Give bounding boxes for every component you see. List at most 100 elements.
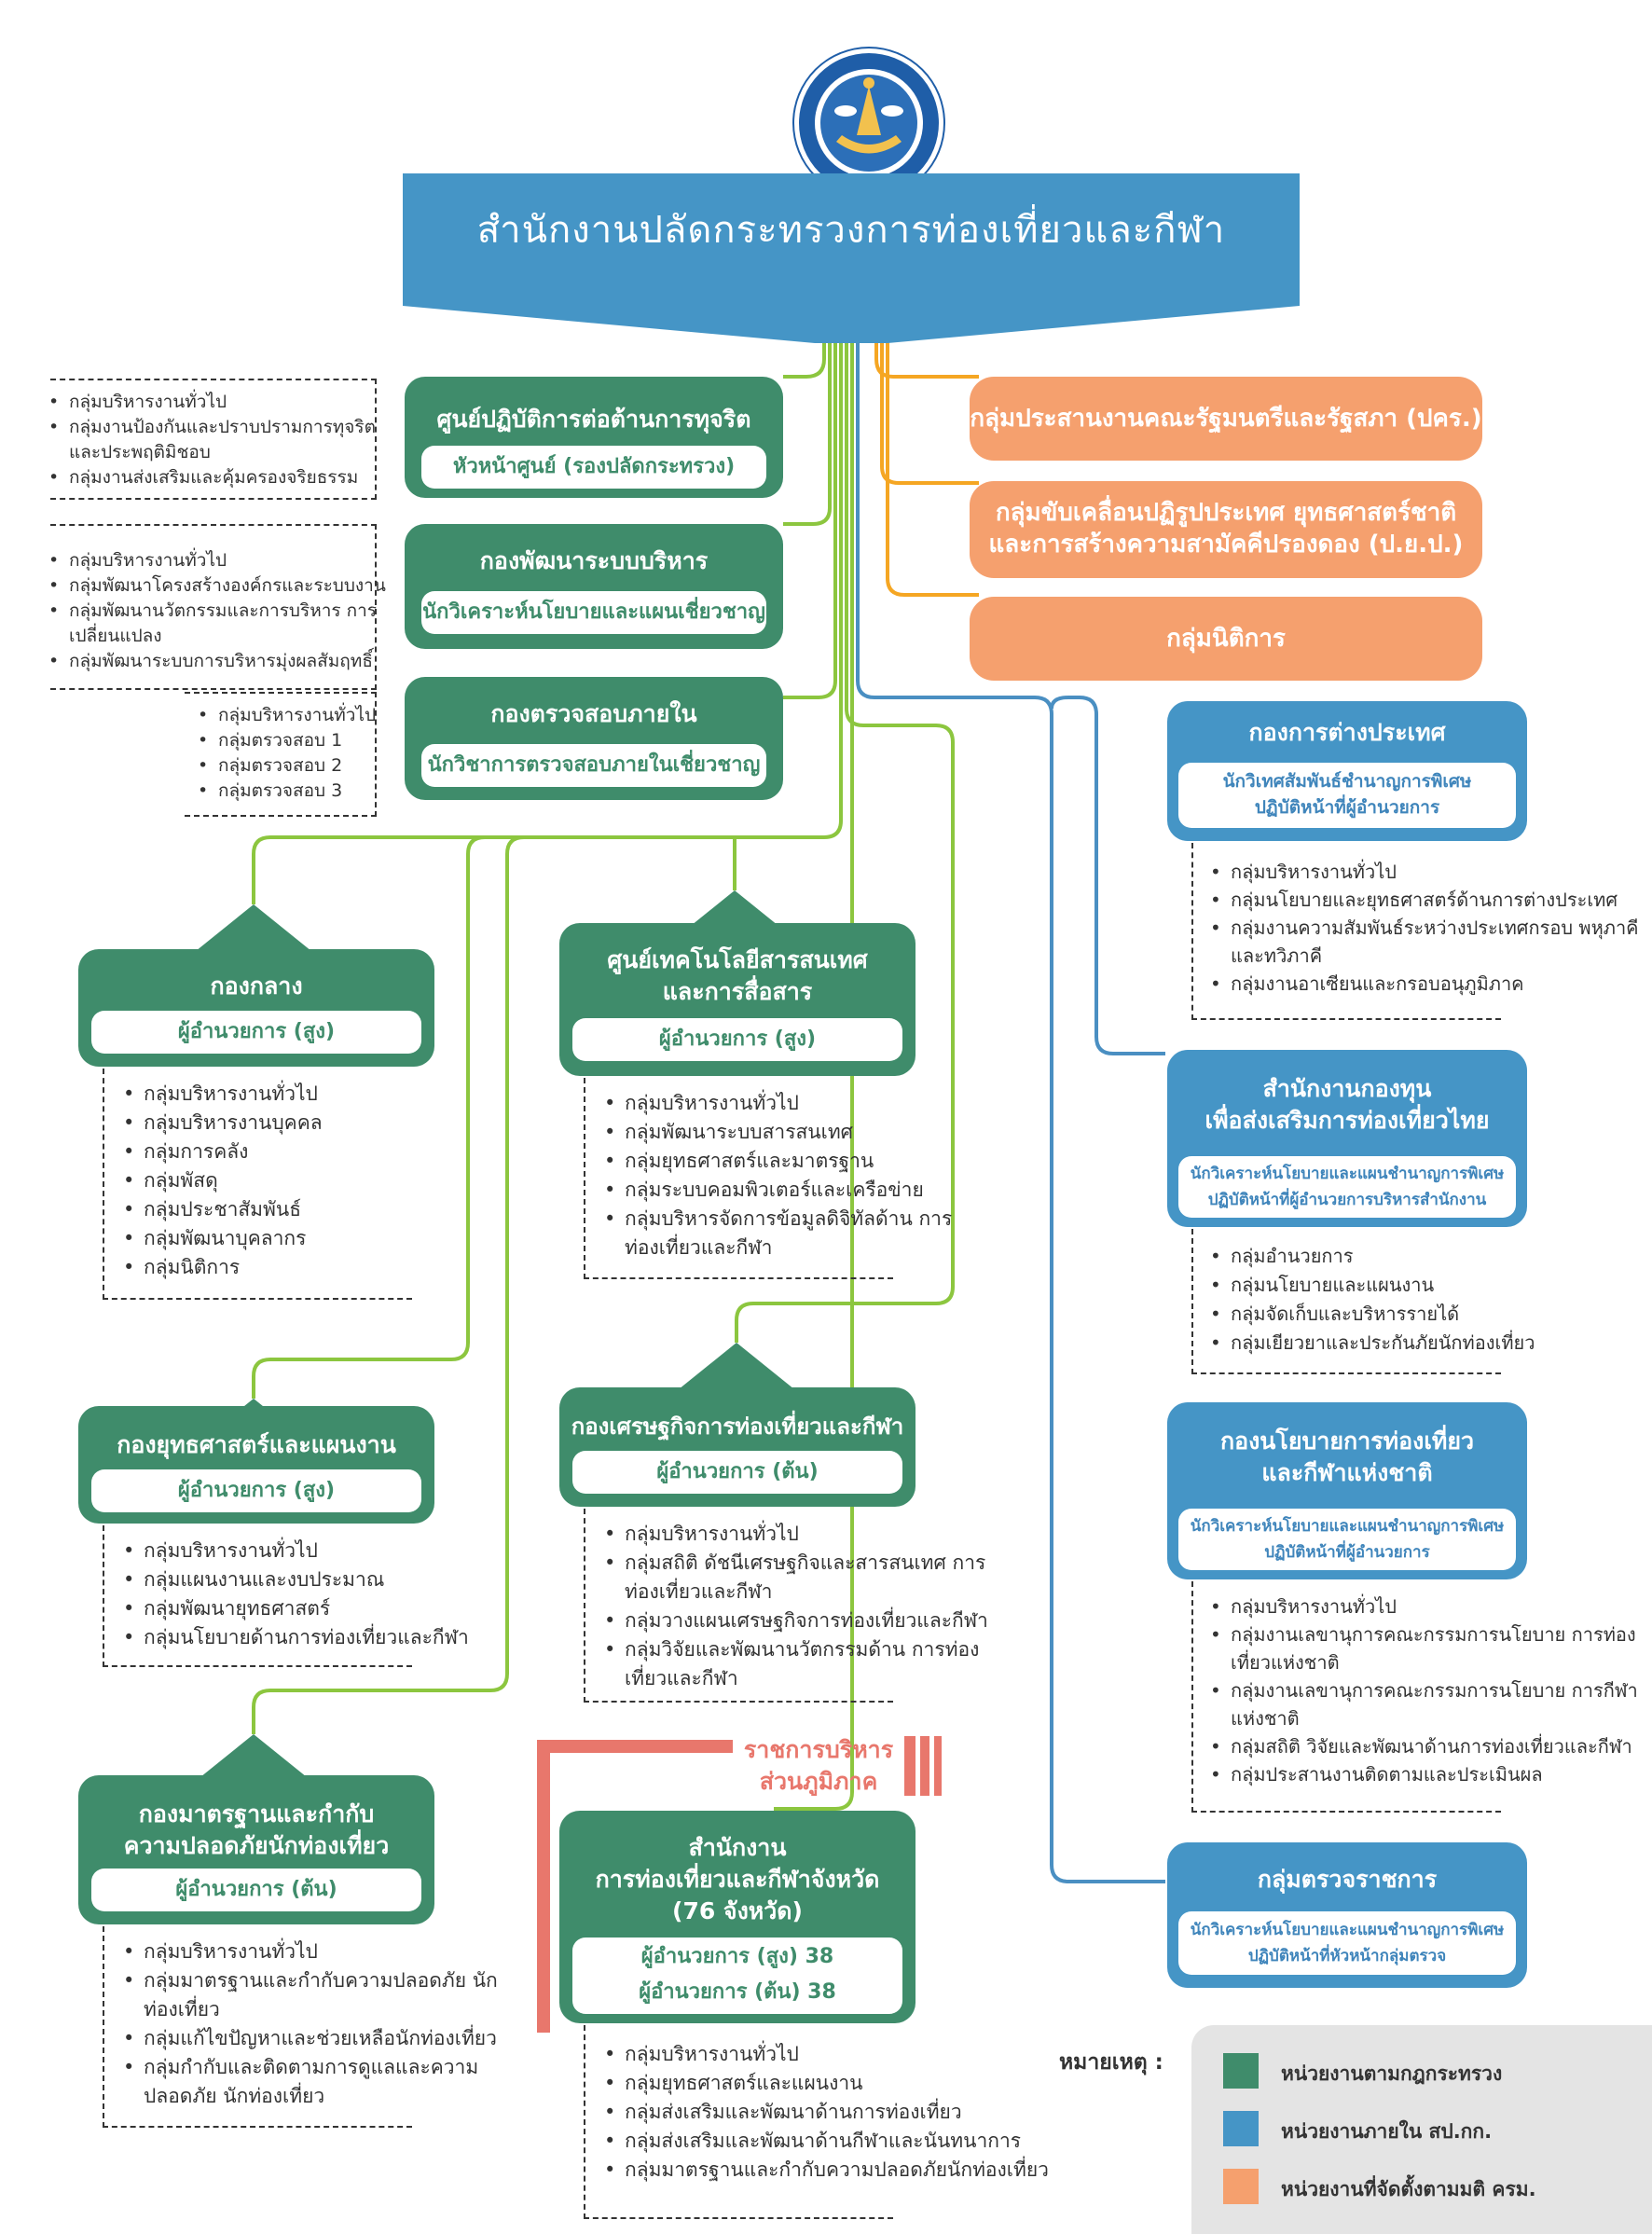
list-item: กลุ่มยุทธศาสตร์และแผนงาน <box>602 2069 1068 2098</box>
national-policy-bracket <box>1191 1581 1501 1813</box>
list-item: กลุ่มส่งเสริมและพัฒนาด้านการท่องเที่ยว <box>602 2098 1068 2127</box>
list-item: กลุ่มประชาสัมพันธ์ <box>121 1195 429 1224</box>
list-item: กลุ่มการคลัง <box>121 1138 429 1166</box>
provincial-office-bracket <box>584 2025 893 2219</box>
list-item: กลุ่มบริหารงานทั่วไป <box>1208 858 1646 886</box>
list-item: กลุ่มอำนวยการ <box>1208 1242 1618 1271</box>
foreign-affairs-head-1: นักวิเทศสัมพันธ์ชำนาญการพิเศษ <box>1222 771 1472 792</box>
admin-dev-groups: กลุ่มบริหารงานทั่วไป กลุ่มพัฒนาโครงสร้าง… <box>47 548 392 674</box>
internal-audit-title: กองตรวจสอบภายใน <box>490 700 697 727</box>
provincial-office-title-1: สำนักงาน <box>688 1834 787 1861</box>
list-item: กลุ่มพัฒนาโครงสร้างองค์กรและระบบงาน <box>47 573 392 599</box>
list-item: กลุ่มจัดเก็บและบริหารรายได้ <box>1208 1300 1618 1329</box>
list-item: กลุ่มส่งเสริมและพัฒนาด้านกีฬาและนันทนากา… <box>602 2127 1068 2156</box>
list-item: กลุ่มงานเลขานุการคณะกรรมการนโยบาย การท่อ… <box>1208 1620 1646 1676</box>
provincial-office-title-3: (76 จังหวัด) <box>672 1897 803 1924</box>
safety-division-groups: กลุ่มบริหารงานทั่วไป กลุ่มมาตรฐานและกำกั… <box>121 1938 531 2111</box>
tourism-fund-head-2: ปฏิบัติหน้าที่ผู้อำนวยการบริหารสำนักงาน <box>1207 1191 1487 1209</box>
internal-audit-groups: กลุ่มบริหารงานทั่วไป กลุ่มตรวจสอบ 1 กลุ่… <box>196 703 382 804</box>
strategy-division-bracket <box>103 1525 412 1667</box>
admin-dev-title: กองพัฒนาระบบบริหาร <box>479 547 709 574</box>
list-item: กลุ่มบริหารงานบุคคล <box>121 1109 429 1138</box>
list-item: กลุ่มมาตรฐานและกำกับความปลอดภัย นักท่องเ… <box>121 1966 531 2024</box>
safety-division-head: ผู้อำนวยการ (ต้น) <box>91 1869 421 1911</box>
tourism-fund-bracket <box>1191 1229 1501 1374</box>
national-policy-title-1: กองนโยบายการท่องเที่ยว <box>1219 1427 1475 1455</box>
list-item: กลุ่มงานเลขานุการคณะกรรมการนโยบาย การกีฬ… <box>1208 1676 1646 1732</box>
provincial-office-head-2: ผู้อำนวยการ (ต้น) 38 <box>639 1980 836 2004</box>
list-item: กลุ่มวิจัยและพัฒนานวัตกรรมด้าน การท่องเท… <box>602 1635 1003 1693</box>
legend-swatch-blue <box>1223 2111 1259 2146</box>
list-item: กลุ่มนโยบายด้านการท่องเที่ยวและกีฬา <box>121 1623 494 1652</box>
regional-label-1: ราชการบริหาร <box>743 1736 894 1763</box>
national-policy-head-1: นักวิเคราะห์นโยบายและแผนชำนาญการพิเศษ <box>1190 1517 1505 1536</box>
list-item: กลุ่มมาตรฐานและกำกับความปลอดภัยนักท่องเท… <box>602 2156 1068 2185</box>
economy-division-head: ผู้อำนวยการ (ต้น) <box>572 1451 902 1494</box>
reform-strategy-title-1: กลุ่มขับเคลื่อนปฏิรูปประเทศ ยุทธศาสตร์ชา… <box>995 499 1457 527</box>
list-item: กลุ่มพัฒนาระบบสารสนเทศ <box>602 1118 957 1147</box>
ict-center-title-2: และการสื่อสาร <box>662 978 813 1005</box>
inspection-group-title: กลุ่มตรวจราชการ <box>1257 1866 1438 1893</box>
inspection-group-head: นักวิเคราะห์นโยบายและแผนชำนาญการพิเศษ ปฏ… <box>1178 1911 1516 1975</box>
internal-audit-head: นักวิชาการตรวจสอบภายในเชี่ยวชาญ <box>421 744 766 787</box>
list-item: กลุ่มบริหารจัดการข้อมูลดิจิทัลด้าน การท่… <box>602 1205 957 1262</box>
ict-center-title-1: ศูนย์เทคโนโลยีสารสนเทศ <box>607 946 868 973</box>
legend-swatch-orange <box>1223 2169 1259 2204</box>
header-banner-tail <box>403 291 1300 343</box>
foreign-affairs-groups: กลุ่มบริหารงานทั่วไป กลุ่มนโยบายและยุทธศ… <box>1208 858 1646 998</box>
regional-accent-bar <box>537 1740 550 2033</box>
list-item: กลุ่มกำกับและติดตามการดูแลและความปลอดภัย… <box>121 2053 531 2111</box>
reform-strategy-box: กลุ่มขับเคลื่อนปฏิรูปประเทศ ยุทธศาสตร์ชา… <box>970 481 1482 578</box>
list-item: กลุ่มบริหารงานทั่วไป <box>121 1537 494 1565</box>
ict-center-head: ผู้อำนวยการ (สูง) <box>572 1018 902 1061</box>
list-item: กลุ่มแผนงานและงบประมาณ <box>121 1565 494 1594</box>
anti-corruption-groups: กลุ่มบริหารงานทั่วไป กลุ่มงานป้องกันและป… <box>47 390 382 490</box>
legend-panel: หน่วยงานตามกฎกระทรวง หน่วยงานภายใน สป.กก… <box>1191 2025 1652 2234</box>
strategy-division-title: กองยุทธศาสตร์และแผนงาน <box>117 1431 396 1458</box>
list-item: กลุ่มบริหารงานทั่วไป <box>121 1080 429 1109</box>
list-item: กลุ่มพัสดุ <box>121 1166 429 1195</box>
safety-division-bracket <box>103 1926 412 2128</box>
legend-text-blue: หน่วยงานภายใน สป.กก. <box>1281 2120 1493 2143</box>
admin-dev-box: กองพัฒนาระบบบริหาร นักวิเคราะห์นโยบายและ… <box>405 524 783 649</box>
provincial-office-groups: กลุ่มบริหารงานทั่วไป กลุ่มยุทธศาสตร์และแ… <box>602 2040 1068 2185</box>
regional-accent-stripes <box>904 1736 947 1796</box>
provincial-office-heads: ผู้อำนวยการ (สูง) 38 ผู้อำนวยการ (ต้น) 3… <box>572 1938 902 2014</box>
economy-division-bracket <box>584 1509 893 1703</box>
inspection-group-box: กลุ่มตรวจราชการ นักวิเคราะห์นโยบายและแผน… <box>1167 1842 1527 1988</box>
legend-text-green: หน่วยงานตามกฎกระทรวง <box>1281 2062 1503 2085</box>
list-item: กลุ่มบริหารงานทั่วไป <box>196 703 382 728</box>
tourism-fund-head: นักวิเคราะห์นโยบายและแผนชำนาญการพิเศษ ปฏ… <box>1178 1156 1516 1218</box>
list-item: กลุ่มบริหารงานทั่วไป <box>1208 1593 1646 1620</box>
reform-strategy-title-2: และการสร้างความสามัคคีปรองดอง (ป.ย.ป.) <box>988 531 1464 558</box>
list-item: กลุ่มพัฒนานวัตกรรมและการบริหาร การเปลี่ย… <box>47 599 392 649</box>
list-item: กลุ่มแก้ไขปัญหาและช่วยเหลือนักท่องเที่ยว <box>121 2024 531 2053</box>
list-item: กลุ่มประสานงานติดตามและประเมินผล <box>1208 1760 1646 1788</box>
cabinet-coordination-title: กลุ่มประสานงานคณะรัฐมนตรีและรัฐสภา (ปคร.… <box>970 405 1482 433</box>
central-division-title: กองกลาง <box>210 972 303 1000</box>
central-division-box: กองกลาง ผู้อำนวยการ (สูง) <box>78 949 434 1067</box>
strategy-division-groups: กลุ่มบริหารงานทั่วไป กลุ่มแผนงานและงบประ… <box>121 1537 494 1652</box>
list-item: กลุ่มนิติการ <box>121 1253 429 1282</box>
regional-label: ราชการบริหาร ส่วนภูมิภาค <box>737 1734 901 1798</box>
list-item: กลุ่มบริหารงานทั่วไป <box>602 2040 1068 2069</box>
legend-label: หมายเหตุ : <box>1059 2050 1163 2075</box>
national-policy-head: นักวิเคราะห์นโยบายและแผนชำนาญการพิเศษ ปฏ… <box>1178 1509 1516 1570</box>
inspection-group-head-1: นักวิเคราะห์นโยบายและแผนชำนาญการพิเศษ <box>1190 1921 1505 1939</box>
economy-division-box: กองเศรษฐกิจการท่องเที่ยวและกีฬา ผู้อำนวย… <box>559 1387 915 1507</box>
list-item: กลุ่มบริหารงานทั่วไป <box>602 1520 1003 1549</box>
central-division-head: ผู้อำนวยการ (สูง) <box>91 1011 421 1054</box>
tourism-fund-groups: กลุ่มอำนวยการ กลุ่มนโยบายและแผนงาน กลุ่ม… <box>1208 1242 1618 1358</box>
list-item: กลุ่มนโยบายและยุทธศาสตร์ด้านการต่างประเท… <box>1208 886 1646 914</box>
list-item: กลุ่มวางแผนเศรษฐกิจการท่องเที่ยวและกีฬา <box>602 1607 1003 1635</box>
list-item: กลุ่มงานป้องกันและปราบปรามการทุจริต และป… <box>47 415 382 465</box>
list-item: กลุ่มสถิติ วิจัยและพัฒนาด้านการท่องเที่ย… <box>1208 1732 1646 1760</box>
anti-corruption-center-title: ศูนย์ปฏิบัติการต่อต้านการทุจริต <box>436 406 751 433</box>
national-policy-groups: กลุ่มบริหารงานทั่วไป กลุ่มงานเลขานุการคณ… <box>1208 1593 1646 1788</box>
ict-center-groups: กลุ่มบริหารงานทั่วไป กลุ่มพัฒนาระบบสารสน… <box>602 1089 957 1262</box>
list-item: กลุ่มพัฒนายุทธศาสตร์ <box>121 1594 494 1623</box>
list-item: กลุ่มบริหารงานทั่วไป <box>602 1089 957 1118</box>
admin-dev-head: นักวิเคราะห์นโยบายและแผนเชี่ยวชาญ <box>421 591 766 634</box>
list-item: กลุ่มสถิติ ดัชนีเศรษฐกิจและสารสนเทศ การท… <box>602 1549 1003 1607</box>
provincial-office-title-2: การท่องเที่ยวและกีฬาจังหวัด <box>595 1866 880 1893</box>
